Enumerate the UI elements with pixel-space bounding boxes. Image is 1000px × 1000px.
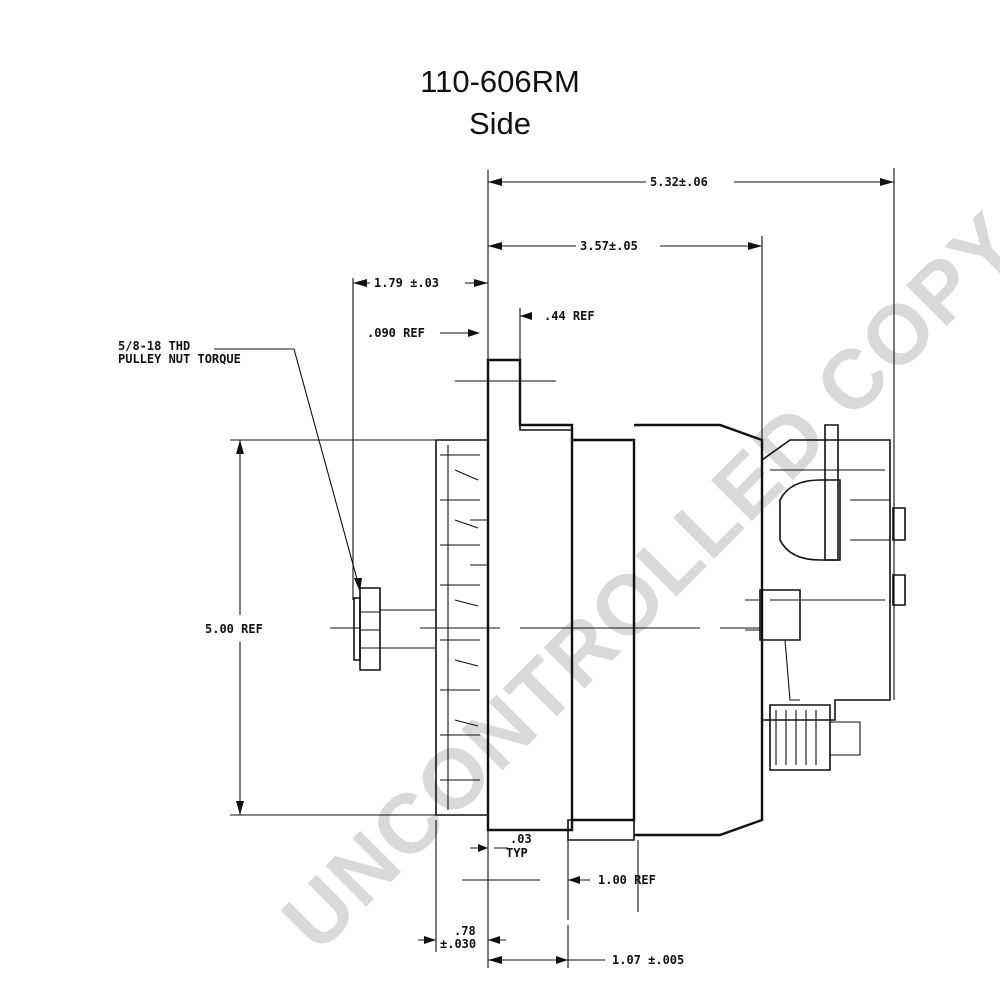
alternator-side-view (330, 358, 906, 920)
mounting-foot (567, 819, 635, 920)
dim-pulley-width-value: .78 (454, 924, 476, 938)
dimension-lines (214, 168, 895, 968)
pulley-nut (353, 587, 436, 671)
dim-pulley-diameter: 5.00 REF (205, 622, 263, 636)
callout-torque: PULLEY NUT TORQUE (118, 352, 241, 366)
dim-body-length: 3.57±.05 (580, 239, 638, 253)
dim-pulley-width-tol: ±.030 (440, 937, 476, 951)
dim-flange-ref: .090 REF (367, 326, 425, 340)
dim-overall-length: 5.32±.06 (650, 175, 708, 189)
front-housing (455, 358, 574, 832)
dim-gap-typ-label: TYP (506, 846, 528, 860)
dim-mount-ref: .44 REF (544, 309, 595, 323)
dim-foot-ref: 1.00 REF (598, 873, 656, 887)
dim-pulley-offset: 1.79 ±.03 (374, 276, 439, 290)
callout-thread: 5/8-18 THD (118, 339, 190, 353)
part-number-title: 110-606RM (420, 64, 580, 99)
view-title: Side (469, 106, 531, 141)
rear-housing (745, 424, 906, 771)
dim-gap-typ-value: .03 (510, 832, 532, 846)
dim-foot-offset: 1.07 ±.005 (612, 953, 684, 967)
